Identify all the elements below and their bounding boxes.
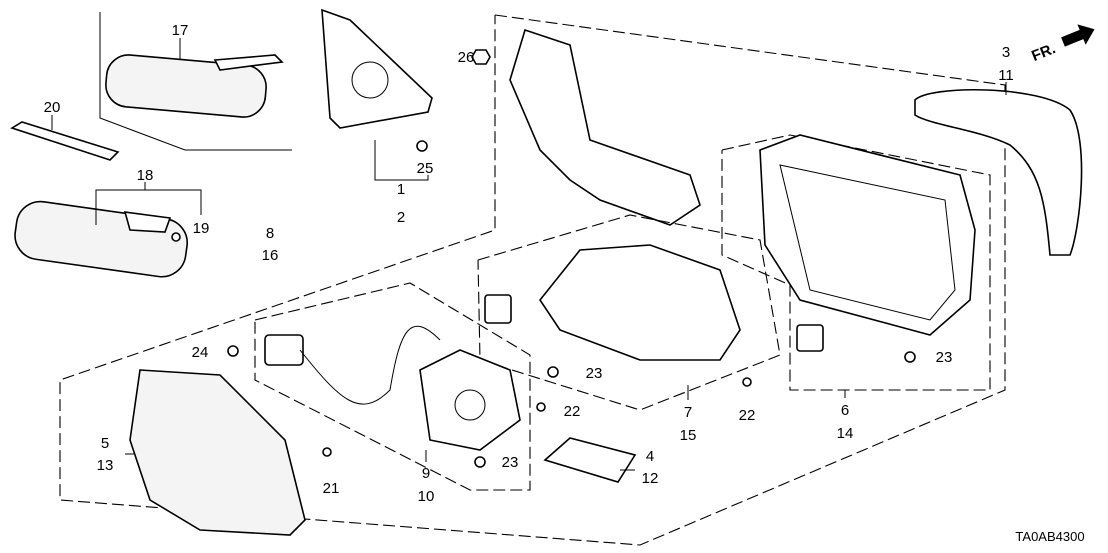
garnish-1 <box>321 8 433 129</box>
label-19: 19 <box>193 220 210 237</box>
diagram-code: TA0AB4300 <box>1015 529 1084 544</box>
label-4: 4 <box>646 448 654 465</box>
skull-cap-3 <box>914 88 1083 256</box>
rearview-mirror-17 <box>105 54 284 118</box>
connector-motor <box>264 334 304 366</box>
clip-25 <box>416 140 428 152</box>
label-10: 10 <box>418 488 435 505</box>
label-18: 18 <box>137 167 154 184</box>
label-8: 8 <box>266 225 274 242</box>
label-25: 25 <box>417 160 434 177</box>
screw-22-b <box>742 377 752 387</box>
label-16: 16 <box>262 247 279 264</box>
screw-19 <box>171 232 181 242</box>
label-22-a: 22 <box>564 403 581 420</box>
label-2: 2 <box>397 209 405 226</box>
base-unit-7 <box>539 244 741 361</box>
connector-base <box>484 294 512 324</box>
screw-23-b <box>547 366 559 378</box>
label-24: 24 <box>192 344 209 361</box>
label-5: 5 <box>101 435 109 452</box>
label-1: 1 <box>397 181 405 198</box>
screw-24 <box>227 345 239 357</box>
screw-22-a <box>536 402 546 412</box>
label-6: 6 <box>841 402 849 419</box>
group-frame-17 <box>99 12 292 151</box>
label-15: 15 <box>680 427 697 444</box>
label-23-a: 23 <box>502 454 519 471</box>
front-direction-label: FR. <box>1029 40 1058 65</box>
screw-21 <box>322 447 332 457</box>
arrow-right-icon <box>1061 24 1095 47</box>
screw-23-a <box>474 456 486 468</box>
cover-20 <box>10 121 120 161</box>
label-22-b: 22 <box>739 407 756 424</box>
label-17: 17 <box>172 22 189 39</box>
label-7: 7 <box>684 404 692 421</box>
label-13: 13 <box>97 457 114 474</box>
label-12: 12 <box>642 470 659 487</box>
nut-26 <box>471 49 491 65</box>
motor-group-outline <box>254 282 531 491</box>
label-14: 14 <box>837 425 854 442</box>
screw-23-c <box>904 351 916 363</box>
mirror-base <box>509 28 701 226</box>
connector-housing <box>796 324 824 352</box>
actuator-9 <box>419 349 521 451</box>
label-21: 21 <box>323 480 340 497</box>
label-3: 3 <box>1002 44 1010 61</box>
label-20: 20 <box>44 99 61 116</box>
mirror-glass-5 <box>129 369 306 536</box>
label-23-b: 23 <box>586 365 603 382</box>
cover-4 <box>543 437 637 483</box>
mirror-housing-6 <box>759 134 976 336</box>
front-direction-indicator: FR. <box>1029 24 1095 65</box>
label-9: 9 <box>422 465 430 482</box>
label-26: 26 <box>458 49 475 66</box>
label-11: 11 <box>998 67 1014 84</box>
label-23-c: 23 <box>936 349 953 366</box>
rearview-mirror-18 <box>14 200 189 278</box>
